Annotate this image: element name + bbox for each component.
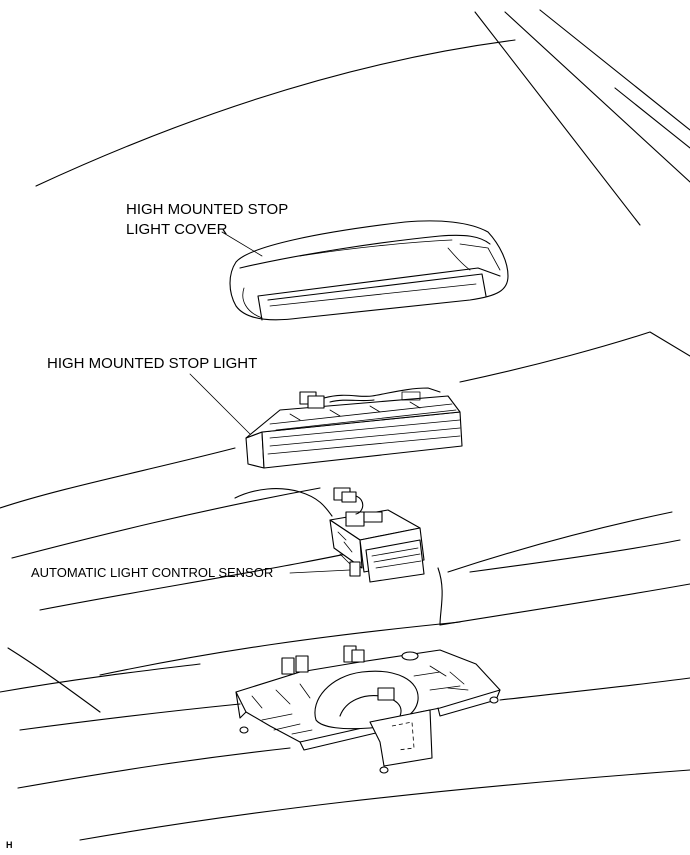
stop-light-part bbox=[245, 387, 463, 469]
leader-line-stop-light bbox=[189, 373, 251, 435]
leader-line-sensor bbox=[289, 569, 351, 574]
light-control-sensor-label: AUTOMATIC LIGHT CONTROL SENSOR bbox=[31, 565, 274, 580]
light-control-sensor-part bbox=[329, 487, 425, 583]
stop-light-label: HIGH MOUNTED STOP LIGHT bbox=[47, 355, 258, 372]
stop-light-cover-label-line1: HIGH MOUNTED STOP bbox=[126, 201, 289, 218]
sensor-mount-opening bbox=[234, 488, 333, 517]
stop-light-cover-label-line2: LIGHT COVER bbox=[126, 221, 228, 238]
stop-light-cover-part bbox=[229, 220, 509, 321]
sensor-bracket-part bbox=[235, 645, 501, 774]
leader-line-cover bbox=[221, 231, 263, 257]
leader-lines bbox=[189, 231, 351, 574]
corner-code-label: H bbox=[6, 840, 13, 850]
vehicle-body-outline bbox=[0, 9, 690, 841]
